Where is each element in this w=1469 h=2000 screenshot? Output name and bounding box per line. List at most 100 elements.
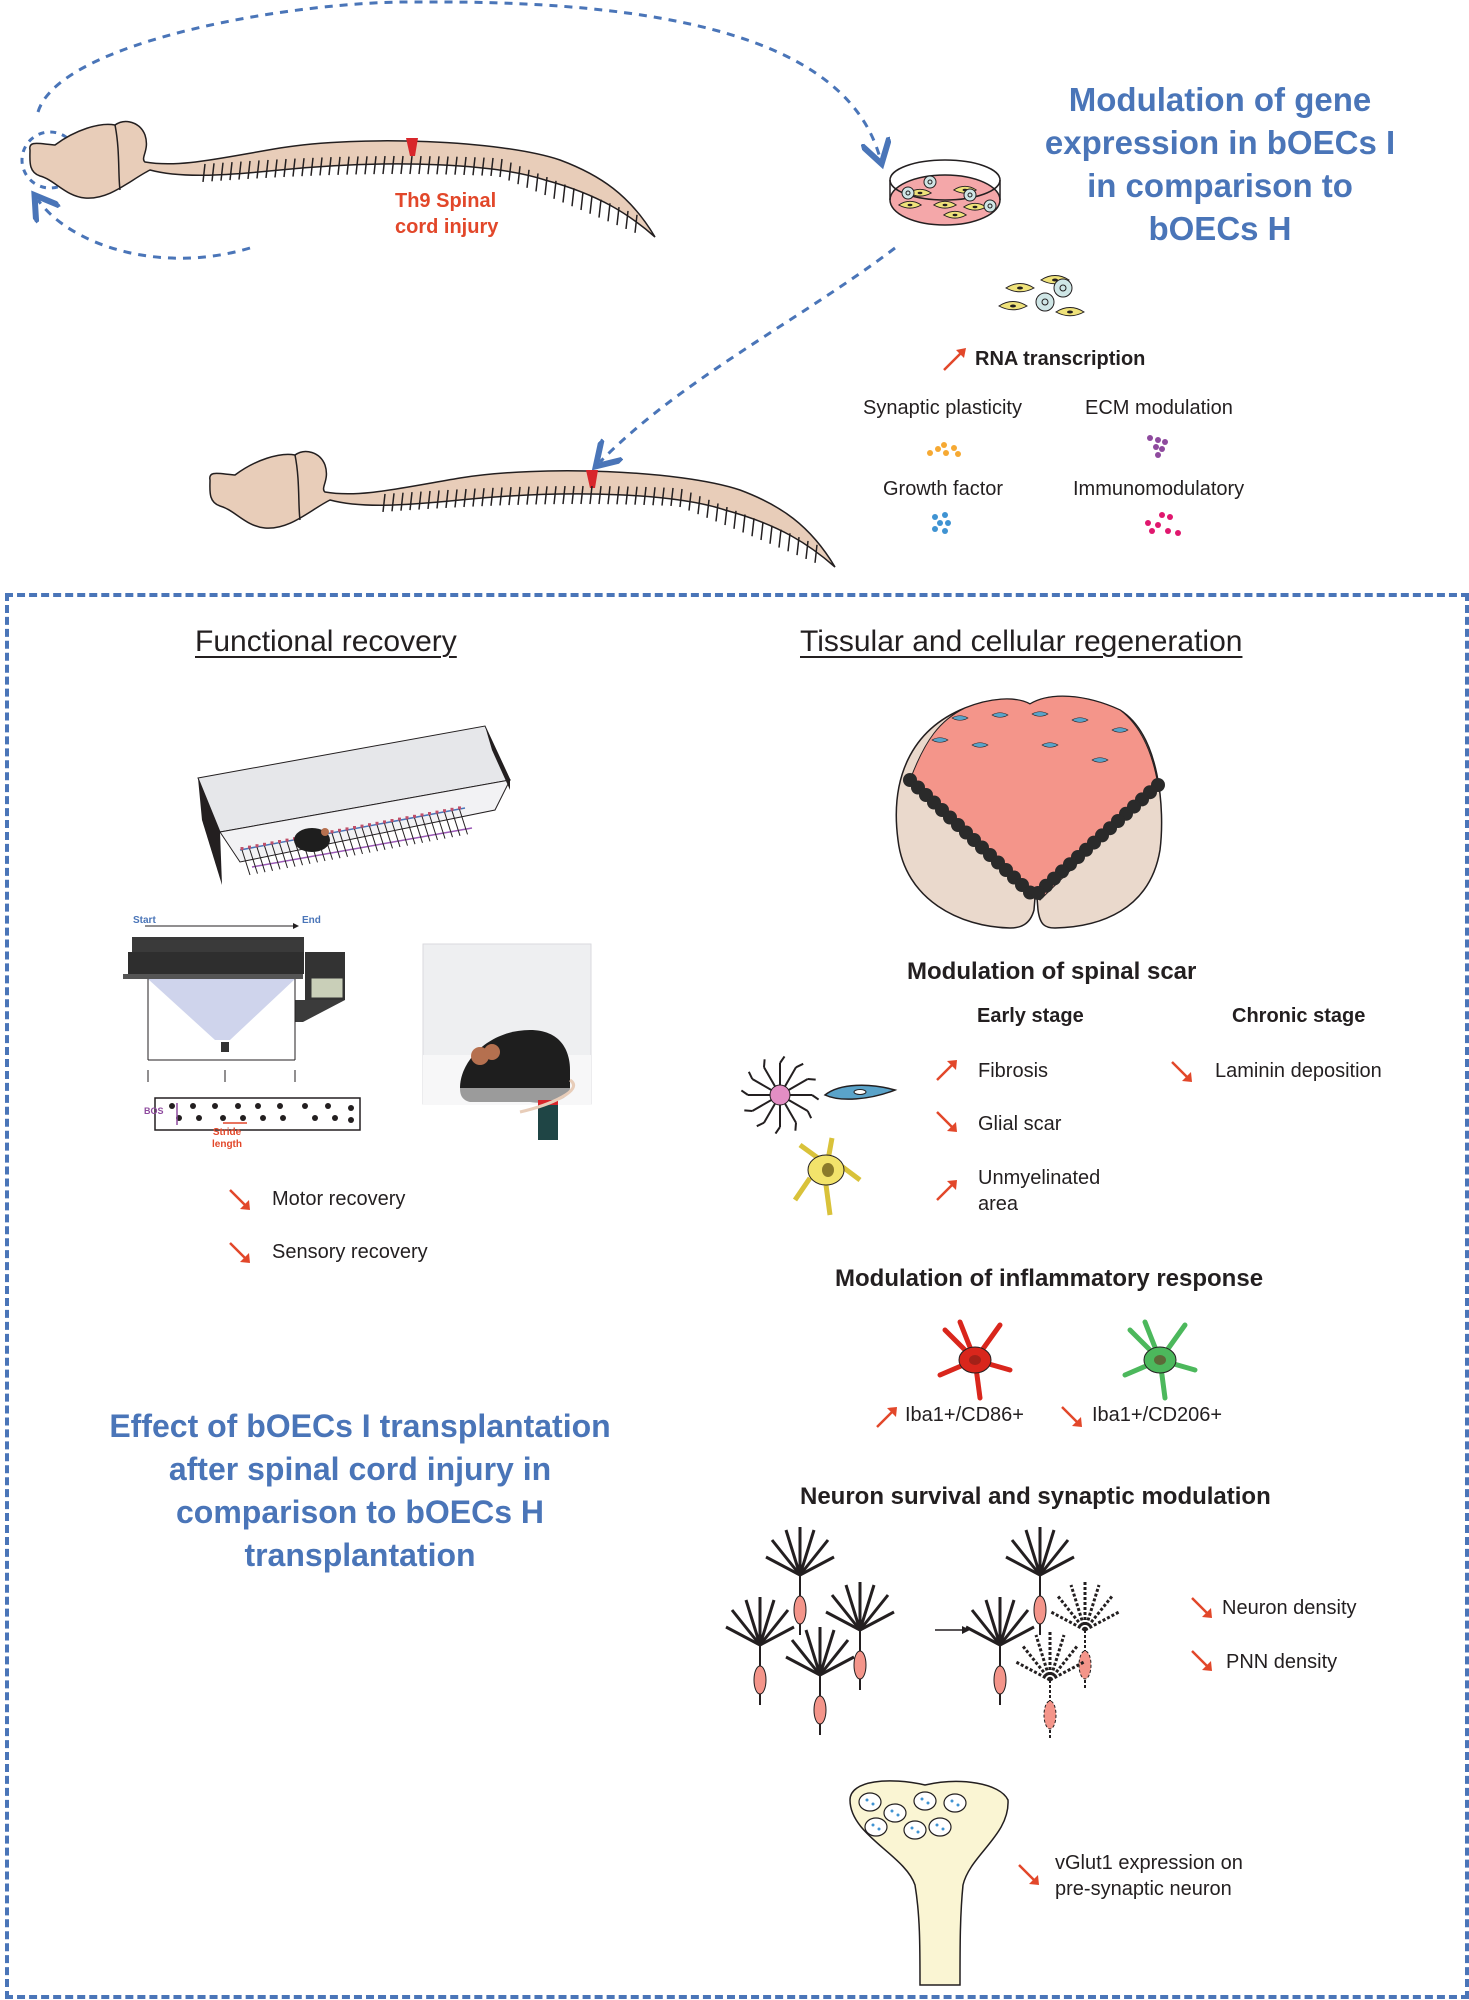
vertebra-tick <box>661 487 665 506</box>
ladder-rung <box>406 819 416 845</box>
ladder-rung <box>421 816 431 842</box>
inflammatory-title: Modulation of inflammatory response <box>835 1265 1264 1292</box>
paw-print <box>255 1103 261 1109</box>
factor-dot <box>927 450 933 456</box>
chronic-stage-label: Chronic stage <box>1232 1005 1366 1027</box>
vertebra-tick <box>382 493 386 513</box>
iba1-cd206-label: Iba1+/CD206+ <box>1092 1404 1223 1426</box>
synaptic-vesicle <box>913 1791 937 1811</box>
vertebra-tick <box>589 485 593 505</box>
vertebra-tick <box>634 214 638 233</box>
vertebra-tick <box>499 487 503 506</box>
spinal-scar-title: Modulation of spinal scar <box>907 958 1197 985</box>
neuron-density-label: Neuron density <box>1222 1597 1357 1619</box>
paw-print <box>240 1115 246 1121</box>
vertebra-tick <box>607 203 611 222</box>
oec-cell <box>951 715 969 721</box>
factor-dot <box>1149 528 1155 534</box>
glial-scar-label: Glial scar <box>978 1113 1062 1135</box>
oec-cell <box>1071 717 1089 723</box>
oec-cell <box>931 737 949 743</box>
neuron <box>725 1597 795 1705</box>
vertebra-tick <box>526 486 530 505</box>
vertebra-tick <box>724 507 728 526</box>
vertebra-tick <box>535 173 539 192</box>
vertebra-tick <box>715 503 719 522</box>
factor-dot <box>951 445 957 451</box>
label-line: Unmyelinated <box>978 1167 1101 1189</box>
scar-cluster <box>1031 886 1045 900</box>
microglia-icons <box>937 1319 1198 1401</box>
vertebra-tick <box>292 158 296 177</box>
factor-dot <box>1167 514 1173 520</box>
paw-print <box>280 1115 286 1121</box>
title-line: expression in bOECs I <box>1044 124 1396 161</box>
synaptic-vesicle <box>864 1817 888 1837</box>
paw-print <box>235 1103 241 1109</box>
vertebra-tick <box>517 166 521 185</box>
vertebra-tick <box>391 493 395 512</box>
stride-length-label: Stride length <box>212 1127 242 1151</box>
round-cell <box>983 199 997 213</box>
vertebrae-ticks-1 <box>202 155 638 233</box>
stride-line: length <box>212 1139 242 1150</box>
ladder-rung <box>459 809 468 835</box>
vertebra-tick <box>643 486 647 506</box>
factor-dot <box>1162 439 1168 445</box>
vertebra-tick <box>508 162 512 181</box>
stride-line: Stride <box>212 1127 242 1138</box>
title-line: after spinal cord injury in <box>168 1451 552 1487</box>
vertebra-tick <box>454 489 458 508</box>
ladder-rung <box>331 833 341 859</box>
vertebra-tick <box>589 195 593 214</box>
factor-dot <box>1165 528 1171 534</box>
vertebra-tick <box>274 159 278 178</box>
early-stage-label: Early stage <box>977 1005 1084 1027</box>
sensory-recovery-label: Sensory recovery <box>272 1241 428 1263</box>
vertebra-tick <box>499 158 503 178</box>
title-line: bOECs H <box>1148 210 1292 247</box>
petri-dish <box>889 159 1001 226</box>
vertebra-tick <box>688 492 692 511</box>
neuron-illustration <box>725 1527 1120 1740</box>
rat-cns-injured <box>29 120 656 238</box>
vertebra-tick <box>580 485 584 505</box>
vertebra-tick <box>463 156 467 176</box>
oec-cell <box>991 712 1009 718</box>
arrow-down-icon <box>229 1189 250 1210</box>
vertebra-tick <box>517 486 521 505</box>
arrow-down-icon <box>936 1111 957 1132</box>
ladder-rung <box>286 841 296 867</box>
vertebra-tick <box>436 490 440 509</box>
synaptic-vesicle <box>883 1803 907 1823</box>
injury-label-line: Th9 Spinal <box>395 190 497 212</box>
dashed-arrow-to-rat <box>600 246 896 462</box>
round-cell <box>901 186 915 200</box>
vertebra-tick <box>355 156 359 175</box>
arrow-down-icon <box>1191 1650 1212 1671</box>
paw-print <box>169 1103 175 1109</box>
vertebra-tick <box>481 157 485 176</box>
vertebra-tick <box>427 490 431 510</box>
vertebra-tick <box>382 155 386 175</box>
effect-title: Effect of bOECs I transplantation after … <box>90 1405 630 1577</box>
injury-marker-1 <box>406 138 418 156</box>
factor-dot <box>932 514 938 520</box>
ladder-rung <box>451 810 461 836</box>
vertebra-tick <box>571 485 575 505</box>
laminin-deposition-label: Laminin deposition <box>1215 1060 1382 1082</box>
vertebra-tick <box>445 489 449 509</box>
title-line: in comparison to <box>1087 167 1353 204</box>
paw-print <box>190 1103 196 1109</box>
vertebra-tick <box>364 156 368 175</box>
catwalk-apparatus <box>123 923 361 1131</box>
paw-print <box>325 1103 331 1109</box>
motor-recovery-label: Motor recovery <box>272 1188 406 1210</box>
round-cell <box>963 188 977 202</box>
vertebra-tick <box>220 162 224 181</box>
label-line: pre-synaptic neuron <box>1055 1878 1232 1900</box>
degenerating-neuron <box>1015 1632 1085 1740</box>
dashed-arrow-to-dish <box>36 0 880 158</box>
paw-print <box>212 1103 218 1109</box>
ladder-rung <box>354 828 363 855</box>
